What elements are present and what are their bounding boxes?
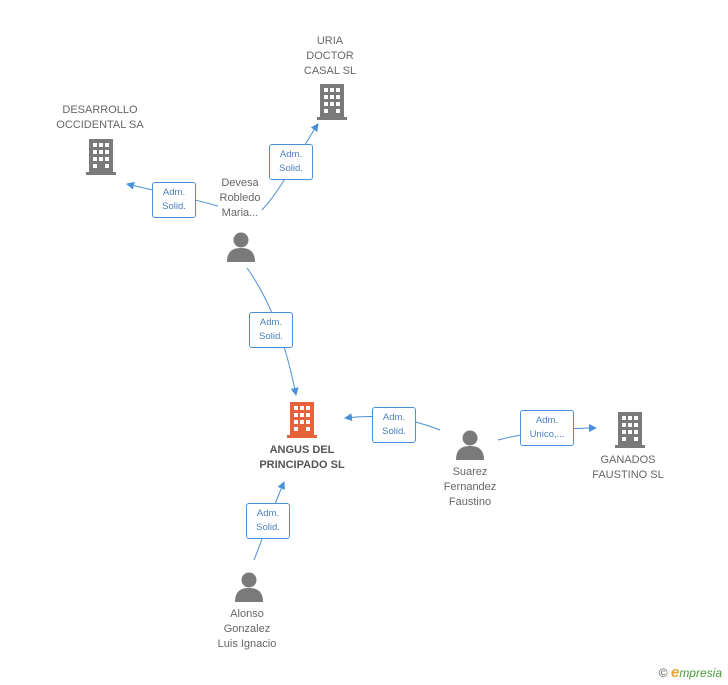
building-icon	[317, 84, 347, 120]
empresia-logo[interactable]: © empresia	[659, 664, 722, 681]
node-ganados-faustino[interactable]: GANADOS FAUSTINO SL	[590, 412, 666, 484]
node-label: Devesa Robledo Maria...	[219, 177, 261, 219]
person-icon	[456, 430, 484, 460]
edge-label-suarez-ganados: Adm. Unico,...	[520, 410, 574, 446]
node-label: DESARROLLO OCCIDENTAL SA	[56, 104, 144, 131]
edge-label-suarez-angus: Adm. Solid.	[372, 407, 416, 443]
node-label: Alonso Gonzalez Luis Ignacio	[217, 608, 277, 650]
building-icon	[287, 402, 317, 438]
brand-initial: e	[670, 664, 680, 681]
node-angus-del-principado[interactable]: ANGUS DEL PRINCIPADO SL	[250, 402, 354, 474]
edge-label-devesa-angus: Adm. Solid.	[249, 312, 293, 348]
node-label: Suarez Fernandez Faustino	[443, 466, 497, 508]
edge-label-alonso-angus: Adm. Solid.	[246, 503, 290, 539]
node-label: URIA DOCTOR CASAL SL	[303, 35, 357, 77]
person-icon	[235, 572, 263, 602]
building-icon	[86, 139, 116, 175]
copyright-symbol: ©	[658, 666, 668, 680]
building-icon	[615, 412, 645, 448]
node-uria-doctor-casal[interactable]: URIA DOCTOR CASAL SL	[290, 34, 370, 124]
node-desarrollo-occidental[interactable]: DESARROLLO OCCIDENTAL SA	[52, 103, 148, 175]
edge-label-devesa-desarrollo: Adm. Solid.	[152, 182, 196, 218]
node-label: ANGUS DEL PRINCIPADO SL	[259, 444, 345, 471]
node-label: GANADOS FAUSTINO SL	[592, 454, 664, 481]
brand-name: mpresia	[679, 666, 722, 680]
node-devesa-robledo[interactable]: Devesa Robledo Maria...	[205, 176, 275, 264]
node-alonso-gonzalez[interactable]: Alonso Gonzalez Luis Ignacio	[205, 572, 289, 654]
node-suarez-fernandez[interactable]: Suarez Fernandez Faustino	[435, 430, 505, 512]
person-icon	[227, 232, 255, 262]
edge-label-devesa-uria: Adm. Solid.	[269, 144, 313, 180]
